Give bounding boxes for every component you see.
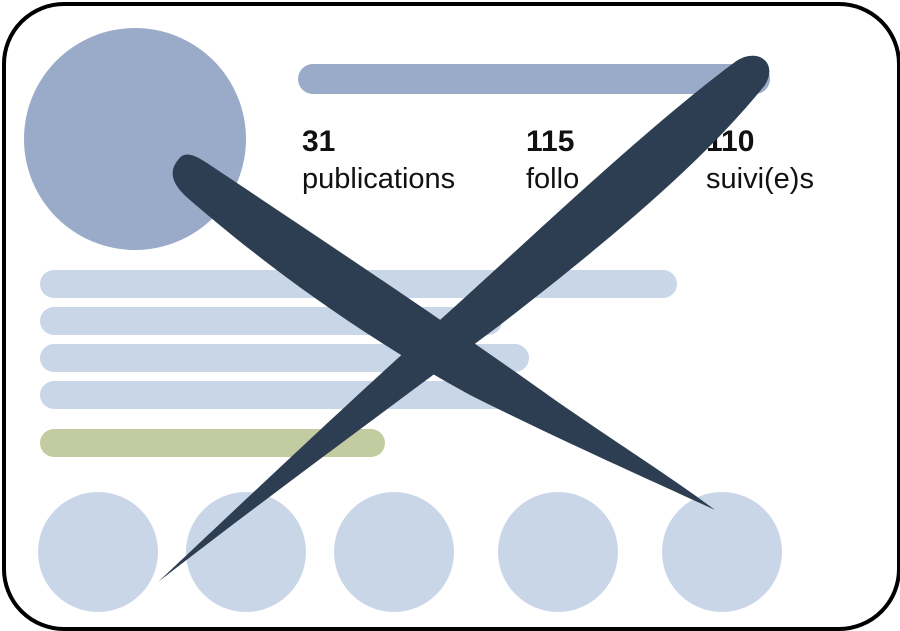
bio-line-placeholder [40,270,677,298]
stat-followers-label: follo [526,163,580,195]
stat-followers-count: 115 [526,125,575,158]
username-placeholder [298,64,770,94]
stat-publications: 31 publications [302,124,455,198]
stat-publications-label: publications [302,163,456,195]
stat-following-count: 110 [706,125,755,158]
stat-followers: 115 follo [526,124,579,198]
story-highlight-placeholder [38,492,158,612]
story-highlight-placeholder [662,492,782,612]
bio-line-placeholder [40,344,529,372]
story-highlight-placeholder [334,492,454,612]
stat-following-label: suivi(e)s [706,163,814,195]
stat-following: 110 suivi(e)s [706,124,814,198]
bio-line-placeholder [40,307,502,335]
story-highlight-placeholder [498,492,618,612]
bio-line-placeholder [40,381,514,409]
profile-avatar [24,28,246,250]
story-highlight-placeholder [186,492,306,612]
stat-publications-count: 31 [302,125,336,158]
profile-link-placeholder [40,429,385,457]
